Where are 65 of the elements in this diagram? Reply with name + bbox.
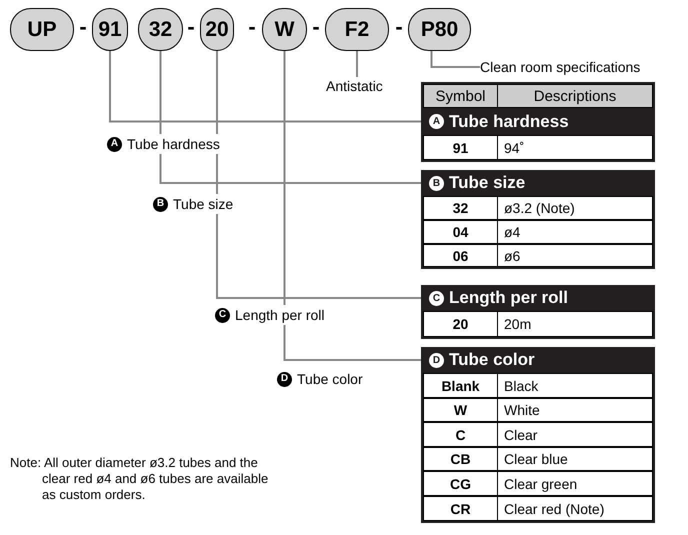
table-cell: Clear green [497,471,653,496]
side-label: Tube size [173,195,234,213]
table-cell: CB [423,447,498,471]
code-segment-pill: W [262,8,307,51]
code-segment-pill: P80 [408,8,471,51]
dash-separator: - [78,16,88,40]
table-cell: Clear blue [497,447,653,471]
table-cell: ø6 [497,244,653,267]
letter-badge: D [429,352,444,368]
footnote: Note: All outer diameter ø3.2 tubes and the clear red ø4 and ø6 tubes are available as custom orders. [10,455,270,503]
leader-line [284,51,421,361]
letter-badge: C [215,308,230,322]
side-label: Tube color [297,370,363,388]
section-header-bar [421,108,655,135]
dash-separator: - [247,16,257,40]
leader-line [356,51,358,77]
code-segment-pill: 91 [92,8,128,51]
table-cell: 32 [423,196,498,220]
table-cell: Black [497,373,653,398]
letter-badge: A [429,114,444,129]
code-segment-pill: F2 [325,8,389,51]
table-cell: 94˚ [497,135,653,160]
table-cell: 20 [423,311,498,337]
table-cell: Blank [423,373,498,398]
table-cell: 06 [423,244,498,267]
letter-badge: B [153,196,168,212]
side-label: Tube hardness [127,135,220,153]
column-header: Descriptions [497,84,653,108]
annotation-text: Antistatic [326,77,383,95]
table-cell: C [423,422,498,447]
code-segment-pill: 20 [200,8,234,51]
dash-separator: - [394,16,404,40]
table-cell: Clear [497,422,653,447]
section-title: Tube size [449,173,526,193]
table-cell: Clear red (Note) [497,496,653,521]
dash-separator: - [311,16,321,40]
letter-badge: C [429,290,444,306]
table-cell: 20m [497,311,653,337]
letter-badge: A [107,136,122,152]
dash-separator: - [186,16,196,40]
table-cell: CR [423,496,498,521]
leader-line [430,51,480,68]
section-title: Tube hardness [449,112,569,132]
table-cell: CG [423,471,498,496]
letter-badge: D [277,372,292,386]
section-header-bar [421,285,655,311]
table-cell: W [423,398,498,422]
table-cell: 91 [423,135,498,160]
section-header-bar [421,170,655,196]
table-cell: White [497,398,653,422]
leader-line [216,51,421,299]
code-segment-pill: 32 [138,8,183,51]
letter-badge: B [429,176,444,190]
table-cell: ø4 [497,220,653,244]
side-label: Length per roll [235,306,325,324]
column-header: Symbol [423,84,498,108]
table-cell: ø3.2 (Note) [497,196,653,220]
section-title: Tube color [449,350,535,370]
code-segment-pill: UP [10,8,74,51]
section-header-bar [421,347,655,373]
leader-line [160,51,421,184]
annotation-text: Clean room specifications [480,58,640,76]
table-cell: 04 [423,220,498,244]
leader-line [109,51,421,122]
section-title: Length per roll [449,288,568,308]
